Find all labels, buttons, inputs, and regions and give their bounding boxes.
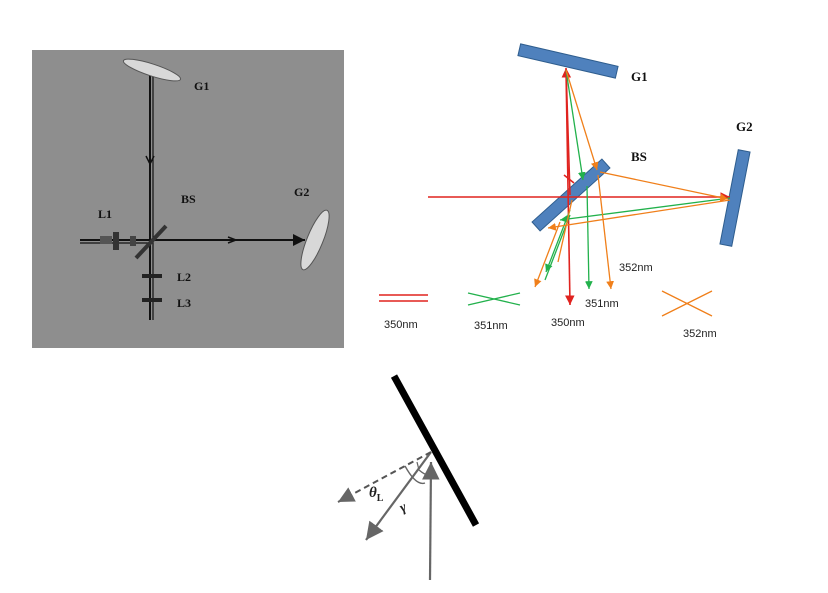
legend-item-351nm: 351nm — [467, 292, 521, 332]
angle-arc-theta — [404, 465, 426, 485]
photo-label-bs: BS — [181, 192, 196, 206]
angle-label-theta: θL — [369, 485, 384, 504]
theta-symbol: θ — [369, 485, 377, 501]
photo-label-l3: L3 — [177, 296, 191, 310]
legend-label-350nm: 350nm — [384, 319, 418, 331]
ray-diagram: G1 G2 BS 352nm 351nm 350nm 350nm 351nm 3… — [379, 43, 753, 340]
diffracted-ray — [365, 451, 432, 541]
legend-label-351nm: 351nm — [474, 320, 508, 332]
beam-arrow-mark — [145, 155, 155, 166]
angle-arc-gamma — [418, 469, 431, 476]
legend-label-352nm: 352nm — [683, 328, 717, 340]
beam-arrow-mark — [227, 236, 239, 244]
photo-label-g2: G2 — [294, 185, 309, 199]
legend-item-352nm: 352nm — [661, 290, 717, 340]
photo-panel: G1 G2 BS L1 L2 L3 — [32, 50, 344, 348]
beam-label-350nm: 350nm — [551, 317, 585, 329]
photo-label-g1: G1 — [194, 79, 209, 93]
ray-beams-green — [544, 69, 731, 290]
photo-label-l1: L1 — [98, 207, 112, 221]
beam-label-351nm: 351nm — [585, 298, 619, 310]
photo-lens-l2 — [142, 274, 162, 278]
ray-label-g1: G1 — [631, 69, 648, 84]
photo-background — [32, 50, 344, 348]
ray-beam-splitter — [531, 158, 611, 232]
ray-label-g2: G2 — [736, 119, 753, 134]
photo-mirror-g2 — [300, 209, 330, 271]
ray-mirror-g1 — [517, 43, 619, 79]
angle-mirror-surface — [390, 374, 480, 527]
theta-subscript: L — [377, 493, 384, 504]
photo-mirror-g1 — [122, 58, 182, 82]
angle-label-gamma: γ — [397, 500, 409, 516]
angle-diagram: θL γ — [337, 374, 480, 581]
legend-item-350nm: 350nm — [379, 294, 428, 331]
ray-beams-orange — [534, 69, 731, 290]
photo-lens-l1 — [113, 232, 119, 250]
incident-ray — [422, 461, 440, 581]
reference-ray-dashed — [337, 451, 432, 503]
ray-beams-red — [428, 67, 730, 306]
beam-label-352nm: 352nm — [619, 262, 653, 274]
ray-label-bs: BS — [631, 149, 647, 164]
photo-beam-splitter — [134, 224, 168, 260]
legend: 350nm 351nm 352nm — [379, 290, 717, 340]
photo-label-l2: L2 — [177, 270, 191, 284]
photo-lens-l3 — [142, 298, 162, 302]
